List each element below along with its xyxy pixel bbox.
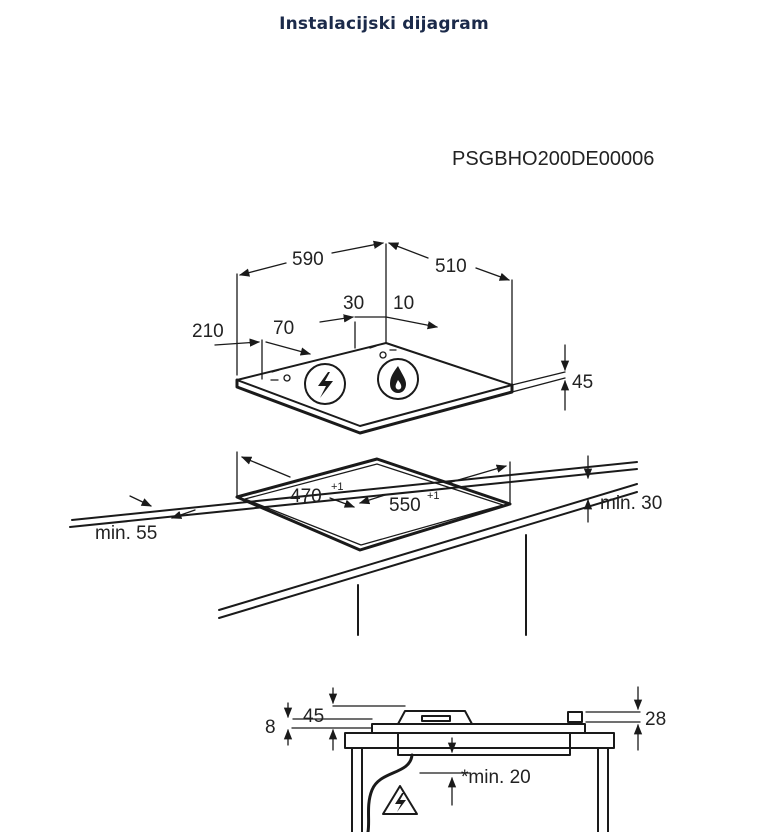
min-below-label: min. 30	[600, 493, 662, 514]
cut-width-label: 550	[389, 495, 421, 516]
countertop	[69, 461, 638, 636]
cutout: 470 +1 550 +1	[235, 451, 512, 552]
dim-210-label: 210	[192, 321, 224, 342]
cut-depth-label: 470	[290, 486, 322, 507]
dim-30-label: 30	[343, 293, 364, 314]
hob-unit	[235, 342, 566, 435]
electric-warning-icon	[382, 785, 418, 815]
side-dim-45-label: 45	[303, 706, 324, 727]
min-front-label: min. 55	[95, 523, 157, 544]
width-label: 590	[292, 249, 324, 270]
side-view: 8 45 28 *min. 20	[265, 686, 666, 832]
dim-70-label: 70	[273, 318, 294, 339]
product-code: PSGBHO200DE00006	[452, 148, 654, 170]
min-clearance-label: *min. 20	[461, 767, 531, 788]
cut-width-tolerance: +1	[427, 490, 440, 502]
height-label: 45	[572, 372, 593, 393]
min-front-dimension: min. 55	[95, 495, 196, 544]
page-title: Instalacijski dijagram	[279, 14, 489, 34]
electric-bolt-icon	[318, 372, 333, 398]
warning-bolt-icon	[395, 793, 406, 812]
min-below-dimension: min. 30	[583, 455, 662, 523]
flame-glyph-icon	[390, 366, 406, 393]
cut-depth-tolerance: +1	[331, 481, 344, 493]
hob-dimensions: 590 510 30 10 210 70 45	[192, 240, 593, 411]
side-dim-8-label: 8	[265, 717, 276, 738]
side-dim-28-label: 28	[645, 709, 666, 730]
depth-label: 510	[435, 256, 467, 277]
dim-10-label: 10	[393, 293, 414, 314]
